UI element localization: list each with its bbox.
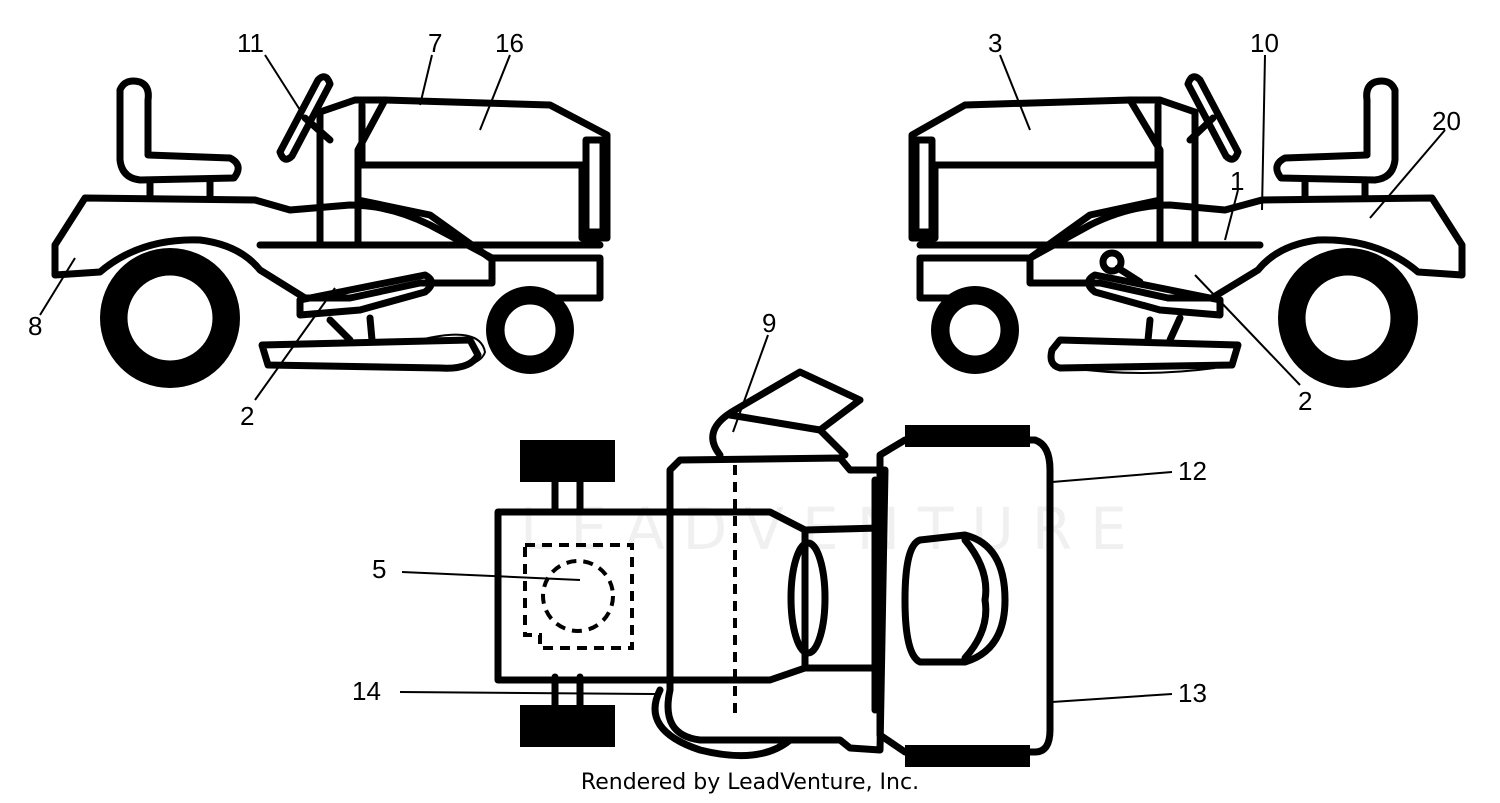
hood-right [908,96,1199,242]
hood-left [316,96,611,242]
leader-lines [39,54,1446,703]
deck-top [664,454,889,754]
callout-14: 14 [352,676,381,706]
callout-labels: 11 7 16 8 2 3 10 20 1 2 9 12 13 5 14 [28,28,1461,708]
steering-wheel-right [1184,73,1242,163]
callout-13: 13 [1178,678,1207,708]
left-tractor-side-view [51,73,611,388]
callout-9: 8 [28,311,42,341]
rear-fender-right [1026,194,1466,302]
callout-5: 5 [372,554,386,584]
right-tractor-side-view [908,73,1466,388]
callout-11: 11 [237,28,264,58]
callout-10: 10 [1250,28,1279,58]
seat-top [901,531,1009,666]
callout-8: 9 [762,308,776,338]
seat-right [1273,77,1399,184]
callout-20: 20 [1432,106,1461,136]
callout-2-right: 2 [1298,386,1312,416]
callout-3: 3 [988,28,1002,58]
top-view [494,368,1054,767]
callout-2-left: 2 [240,401,254,431]
callout-16: 16 [495,28,524,58]
seat-left [116,77,242,184]
footer-credit: Rendered by LeadVenture, Inc. [580,770,920,795]
steering-wheel-left [276,73,334,163]
callout-1: 1 [1230,166,1244,196]
callout-12: 12 [1178,456,1207,486]
mower-deck-right [1047,336,1242,372]
rear-body-top [876,436,1054,756]
callout-7: 7 [428,28,442,58]
discharge-chute [709,368,864,459]
